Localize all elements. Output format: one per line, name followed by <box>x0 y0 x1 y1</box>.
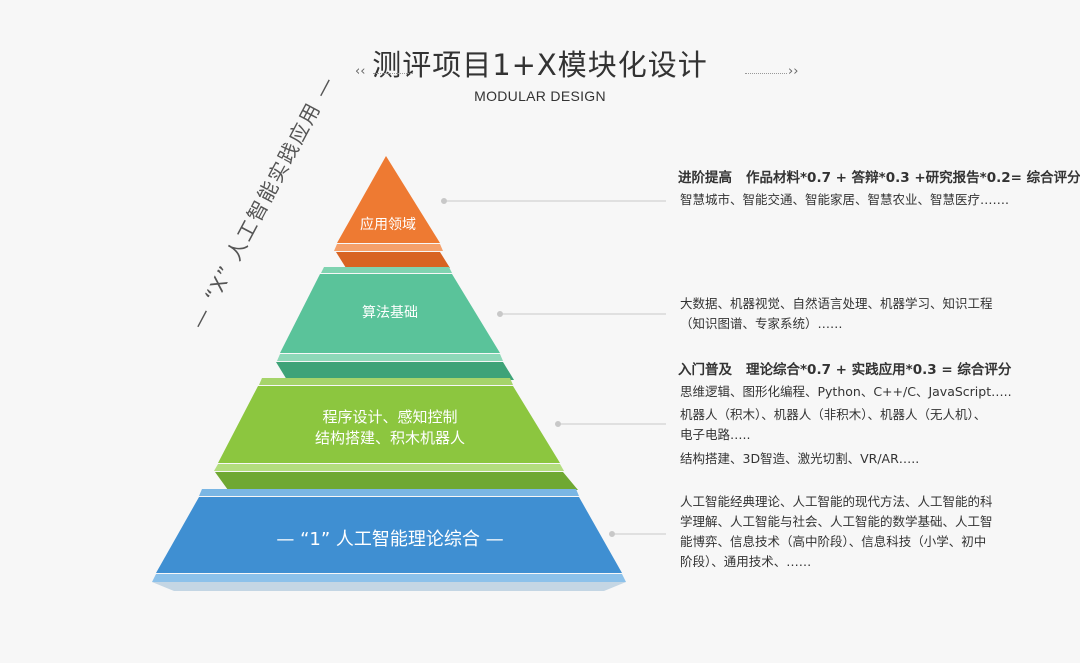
right-dotted-line <box>745 73 787 74</box>
layer-programming-band <box>214 464 564 471</box>
layer-algorithm-shape <box>280 274 500 353</box>
heading-advanced: 进阶提高作品材料*0.7 + 答辩*0.3 +研究报告*0.2= 综合评分 <box>678 166 1080 186</box>
heading-beginner: 入门普及理论综合*0.7 + 实践应用*0.3 = 综合评分 <box>678 358 1011 378</box>
left-chevron-icon: ‹‹ <box>355 64 366 79</box>
layer-theory-base-shadow <box>152 582 626 591</box>
desc-theory-line-2: 学理解、人工智能与社会、人工智能的数学基础、人工智 <box>680 514 993 529</box>
desc-programming: 思维逻辑、图形化编程、Python、C++/C、JavaScript….. 机器… <box>680 382 1012 469</box>
connector-programming-dot <box>555 421 561 427</box>
layer-programming-line-1: 程序设计、感知控制 <box>322 408 458 426</box>
connector-application-dot <box>441 198 447 204</box>
layer-algorithm-band <box>277 354 503 361</box>
desc-theory-line-4: 阶段）、通用技术、…… <box>680 554 812 569</box>
desc-programming-line-1: 思维逻辑、图形化编程、Python、C++/C、JavaScript….. <box>680 384 1012 399</box>
desc-theory: 人工智能经典理论、人工智能的现代方法、人工智能的科 学理解、人工智能与社会、人工… <box>680 492 993 572</box>
layer-application-underside <box>336 252 450 268</box>
layer-programming-line-2: 结构搭建、积木机器人 <box>314 429 465 447</box>
layer-theory-shape <box>156 497 622 573</box>
desc-programming-line-4: 结构搭建、3D智造、激光切割、VR/AR….. <box>680 451 920 466</box>
layer-algorithm-top <box>321 267 452 273</box>
layer-application-label: 应用领域 <box>360 217 416 233</box>
desc-algorithm: 大数据、机器视觉、自然语言处理、机器学习、知识工程 （知识图谱、专家系统）…… <box>680 294 993 334</box>
layer-algorithm-underside <box>276 362 514 380</box>
layer-application-shape <box>337 156 440 243</box>
connector-algorithm-dot <box>497 311 503 317</box>
layer-theory-label: — “1” 人工智能理论综合 — <box>276 529 504 550</box>
page-title: 测评项目1+X模块化设计 <box>372 48 708 82</box>
desc-algorithm-line-2: （知识图谱、专家系统）…… <box>680 316 843 331</box>
layer-theory-top <box>199 489 579 496</box>
layer-theory-band <box>152 574 626 582</box>
desc-theory-line-1: 人工智能经典理论、人工智能的现代方法、人工智能的科 <box>680 494 993 509</box>
desc-algorithm-line-1: 大数据、机器视觉、自然语言处理、机器学习、知识工程 <box>680 296 993 311</box>
desc-application-line-1: 智慧城市、智能交通、智能家居、智慧农业、智慧医疗……. <box>680 192 1009 207</box>
heading-beginner-title: 入门普及 <box>678 362 732 378</box>
desc-programming-line-3: 电子电路….. <box>680 427 751 442</box>
heading-advanced-formula: 作品材料*0.7 + 答辩*0.3 +研究报告*0.2= 综合评分 <box>746 170 1080 186</box>
layer-programming-underside <box>215 472 578 490</box>
layer-programming-top <box>259 378 513 385</box>
left-dotted-line <box>373 73 413 74</box>
layer-application-band <box>334 244 443 251</box>
desc-application: 智慧城市、智能交通、智能家居、智慧农业、智慧医疗……. <box>680 190 1009 210</box>
heading-advanced-title: 进阶提高 <box>678 170 732 186</box>
right-chevron-icon: ›› <box>788 64 799 79</box>
layer-algorithm-label: 算法基础 <box>362 305 418 321</box>
layer-programming-label: 程序设计、感知控制 结构搭建、积木机器人 <box>250 407 530 449</box>
layer-programming-shape <box>218 386 560 463</box>
heading-beginner-formula: 理论综合*0.7 + 实践应用*0.3 = 综合评分 <box>746 362 1012 378</box>
page-subtitle: MODULAR DESIGN <box>474 88 606 104</box>
desc-theory-line-3: 能博弈、信息技术（高中阶段）、信息科技（小学、初中 <box>680 534 987 549</box>
connector-theory-dot <box>609 531 615 537</box>
desc-programming-line-2: 机器人（积木）、机器人（非积木）、机器人（无人机）、 <box>680 407 987 422</box>
